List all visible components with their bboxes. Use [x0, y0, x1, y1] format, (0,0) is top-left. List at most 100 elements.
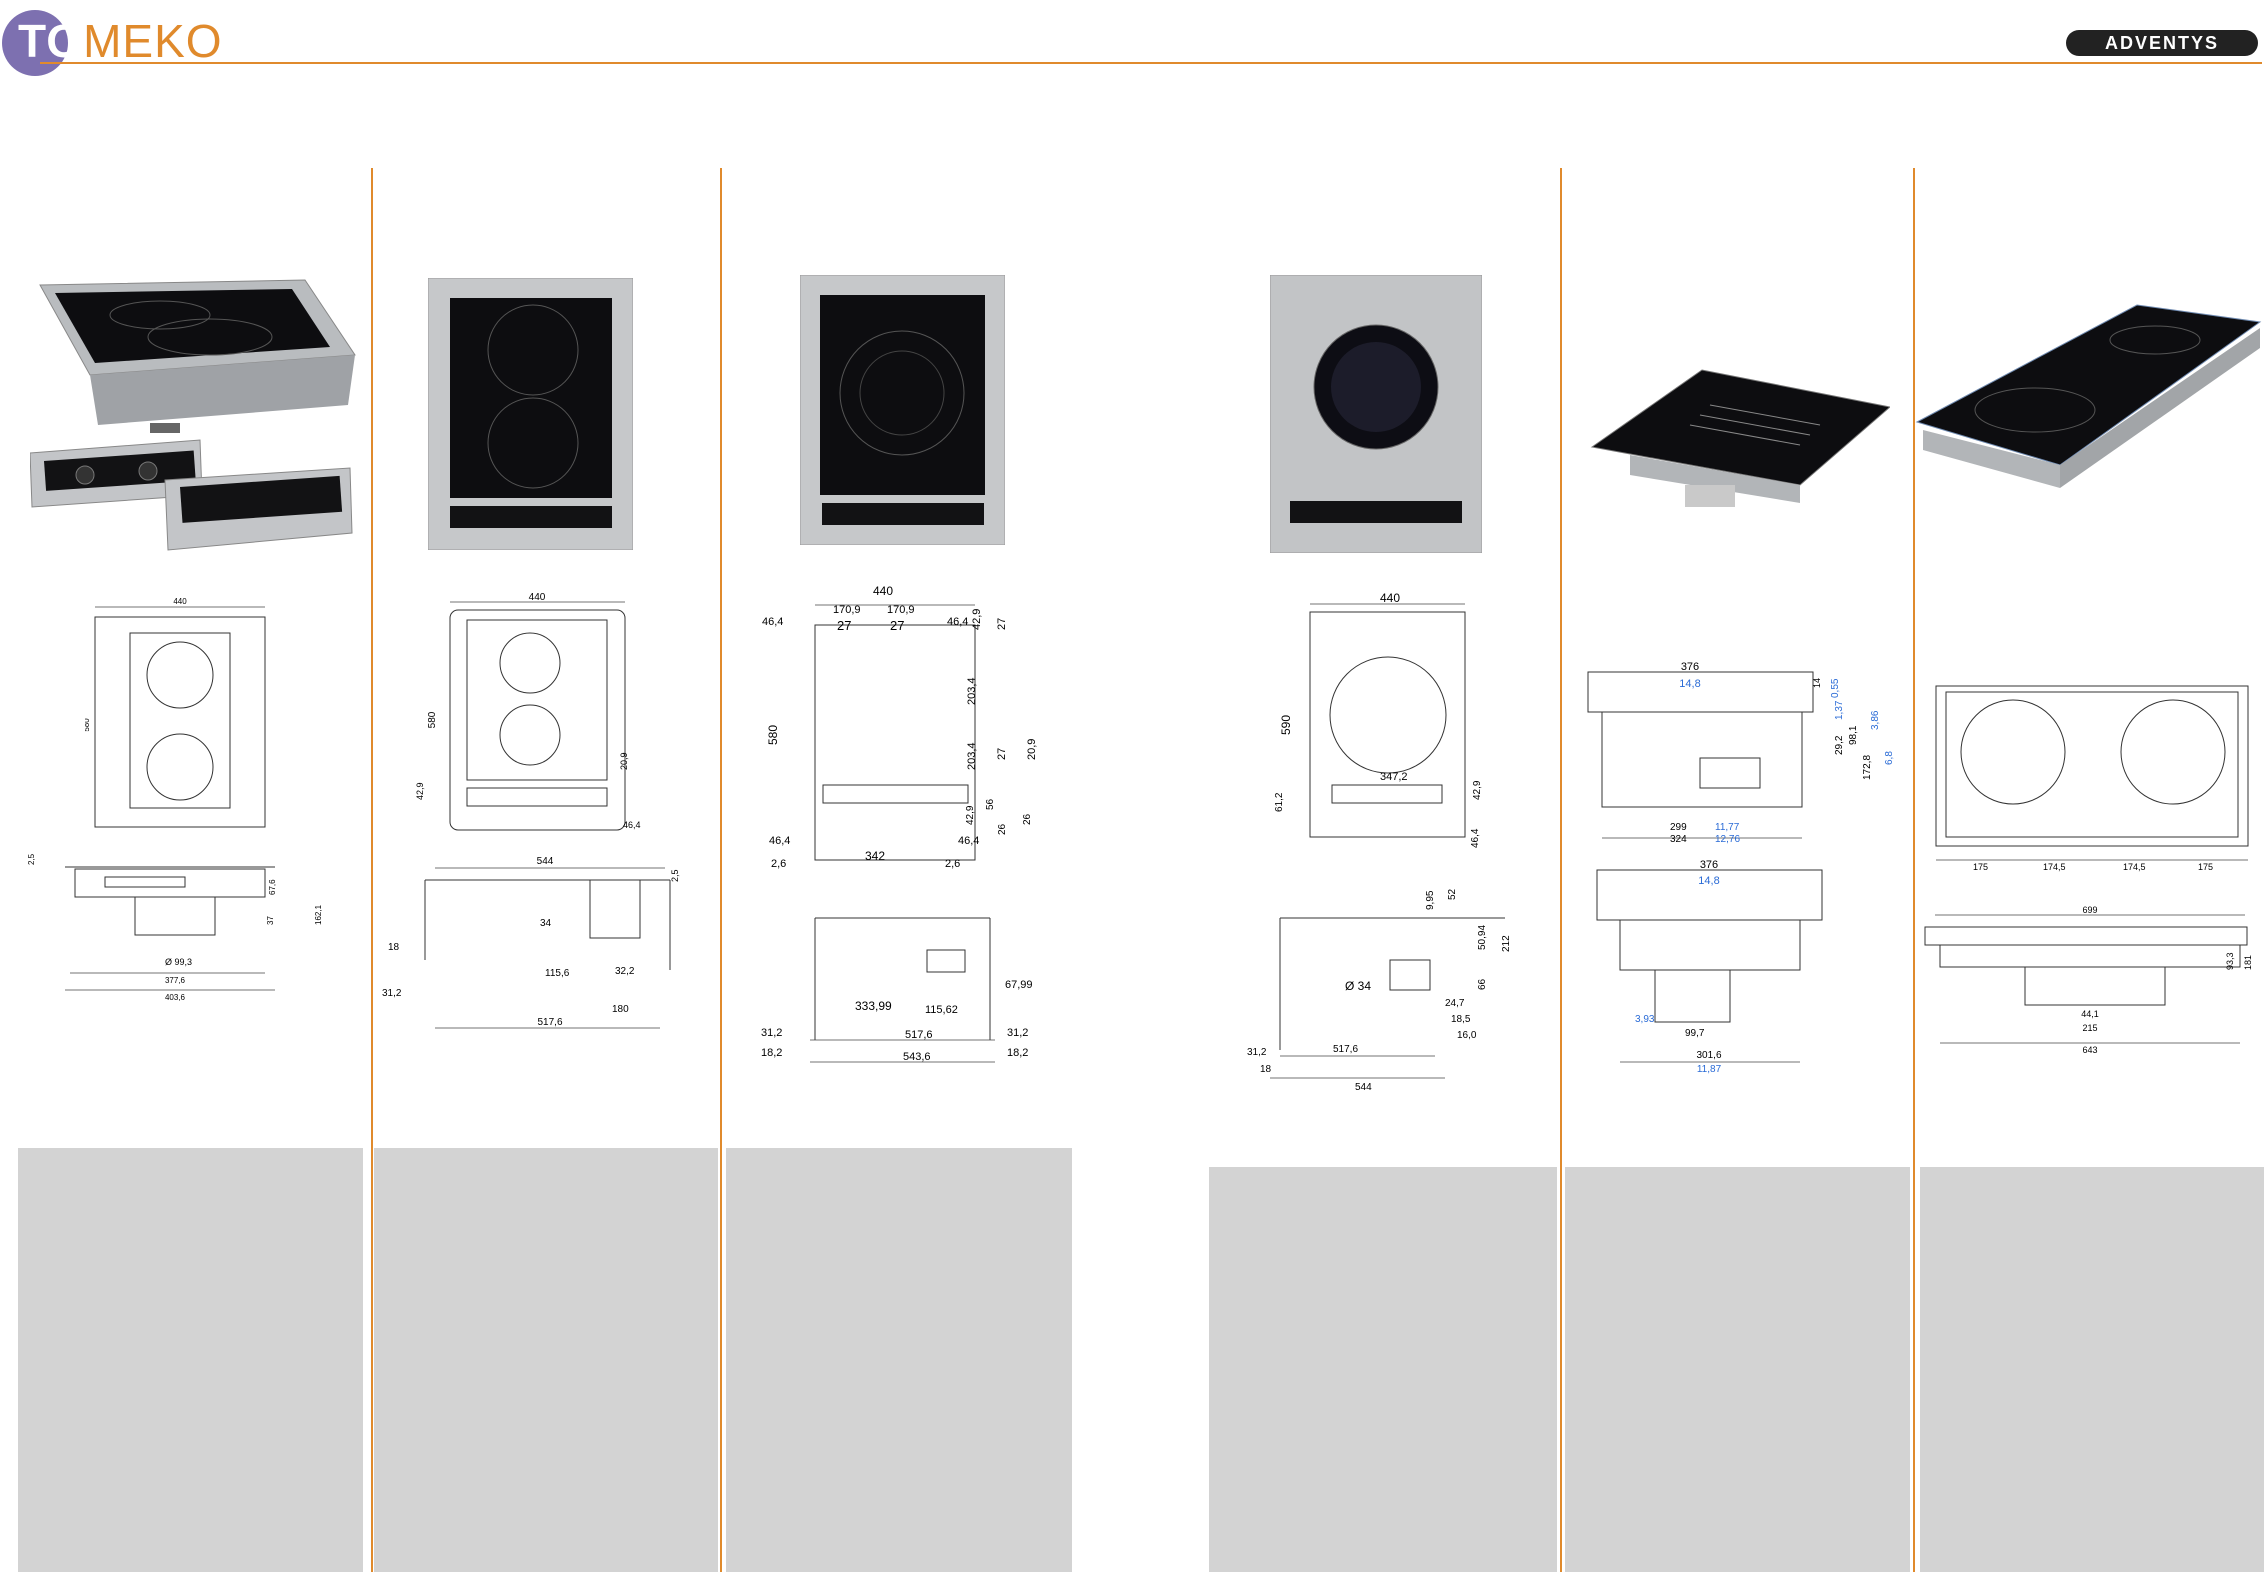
top-drawing-3: 440 170,9 170,9 46,4 27 27 46,4 42,9 27 …: [762, 585, 1038, 870]
dim-label: 2,6: [771, 858, 786, 870]
dim-label: 26: [1022, 813, 1033, 825]
dim-label: 46,4: [1470, 828, 1481, 848]
dim-label: 93,3: [2225, 952, 2235, 970]
dim-label: 52: [1447, 888, 1458, 900]
dim-label: 174,5: [2123, 862, 2146, 872]
dim-label: 172,8: [1862, 755, 1873, 780]
side-drawing-4: 9,95 52 50,94 212 Ø 34 66 24,7 18,5 16,0…: [1247, 888, 1512, 1090]
spec-panel-6: [1920, 1167, 2264, 1572]
dim-label: 20,9: [1026, 739, 1038, 760]
dim-label: 342: [865, 849, 885, 863]
dim-label: 544: [1355, 1082, 1372, 1090]
dim-label: 333,99: [855, 999, 892, 1013]
logo-text: TOMEKO: [18, 14, 223, 68]
dim-label: 170,9: [833, 604, 861, 616]
dim-label: 61,2: [1274, 792, 1285, 812]
dim-label: 42,9: [971, 609, 983, 630]
dim-label-blue: 14,8: [1679, 678, 1700, 690]
dim-label: 643: [2082, 1045, 2097, 1055]
dim-label: 26: [997, 823, 1008, 835]
dim-label: 50,94: [1477, 925, 1488, 950]
dim-label: 42,9: [965, 805, 976, 825]
dim-label: 31,2: [761, 1027, 782, 1039]
dim-label: 37: [266, 916, 275, 925]
dim-label: 376: [1700, 859, 1718, 871]
dim-label: 9,95: [1425, 890, 1436, 910]
top-drawing-6: 175 174,5 174,5 175: [1935, 685, 2249, 872]
dim-label-blue: 11,87: [1697, 1064, 1722, 1075]
dim-label-blue: 12,76: [1715, 834, 1740, 845]
dim-label: 699: [2082, 905, 2097, 915]
dim-label: 46,4: [623, 820, 641, 830]
dim-label: 299: [1670, 822, 1687, 833]
side-drawing-3: 333,99 115,62 67,99 31,2 517,6 31,2 18,2…: [761, 917, 1033, 1063]
dim-label: 162,1: [314, 904, 323, 925]
product-photo-6: [1915, 304, 2262, 488]
dim-label: 175: [1973, 862, 1988, 872]
side-drawing-2: 544 2,5 34 18 115,6 32,2 31,2 180 517,6: [382, 856, 680, 1029]
dim-label: Ø 34: [1345, 979, 1371, 993]
top-drawing-5: 376 14,8 14 0,55 1,37 3,86 29,2 98,1 172…: [1587, 661, 1895, 845]
dim-label: 347,2: [1380, 771, 1408, 783]
dim-label: 580: [85, 718, 91, 732]
dim-label: 174,5: [2043, 862, 2066, 872]
dim-label: Ø 99,3: [165, 957, 192, 967]
dim-label: 27: [996, 748, 1008, 760]
column-separator: [1913, 168, 1915, 1572]
dim-label: 18,2: [1007, 1047, 1028, 1059]
dim-label-blue: 6,8: [1884, 751, 1895, 765]
product-photo-3: [800, 275, 1005, 545]
dim-label: 27: [837, 618, 851, 633]
top-drawing-4: 440 590 347,2 42,9 61,2 46,4: [1274, 591, 1483, 848]
dim-label: 301,6: [1696, 1050, 1721, 1061]
dim-label: 203,4: [966, 742, 978, 770]
column-separator: [1560, 168, 1562, 1572]
spec-panel-5: [1565, 1167, 1910, 1572]
dim-label: 42,9: [415, 782, 425, 800]
dim-label: 44,1: [2081, 1009, 2099, 1019]
dim-label: 203,4: [966, 677, 978, 705]
product-photo-4: [1270, 275, 1482, 553]
dim-label-blue: 3,86: [1870, 710, 1881, 730]
dim-label: 46,4: [958, 835, 979, 847]
dim-label: 66: [1477, 978, 1488, 990]
dim-label: 544: [537, 856, 554, 867]
dim-label: 18: [388, 942, 400, 953]
dim-label: 517,6: [905, 1029, 933, 1041]
dim-label: 440: [1380, 591, 1400, 605]
top-drawing-1: 440 580: [85, 597, 266, 828]
dim-label: 440: [173, 597, 187, 606]
brand-logo: ADVENTYS: [2066, 30, 2258, 56]
column-separator: [371, 168, 373, 1572]
spec-panel-2: [374, 1148, 718, 1572]
dim-label-blue: 0,55: [1830, 678, 1841, 698]
dim-label: 2,6: [945, 858, 960, 870]
dim-label: 18,5: [1451, 1014, 1471, 1025]
dim-label: 34: [540, 918, 552, 929]
dim-label: 181: [2243, 955, 2253, 970]
dim-label: 115,6: [545, 968, 570, 979]
dim-label: 24,7: [1445, 998, 1465, 1009]
spec-panel-4: [1209, 1167, 1557, 1572]
top-drawing-2: 440 580 42,9 20,9 46,4: [415, 592, 641, 831]
header-rule: [40, 62, 2262, 64]
dim-label: 170,9: [887, 604, 915, 616]
product-photo-2: [428, 278, 633, 550]
dim-label: 31,2: [382, 988, 402, 999]
dim-label: 42,9: [1472, 780, 1483, 800]
dim-label: 18: [1260, 1064, 1272, 1075]
side-drawing-1: 2,5 Ø 99,3 377,6 403,6 67,6 37 162,1: [27, 853, 323, 1002]
column-separator: [720, 168, 722, 1572]
dim-label: 180: [612, 1004, 629, 1015]
product-photo-5: [1590, 369, 1890, 507]
dim-label: 46,4: [947, 616, 968, 628]
dim-label: 440: [873, 585, 893, 598]
dim-label: 98,1: [1848, 725, 1859, 745]
spec-panel-1: [18, 1148, 363, 1572]
logo-to: TO: [18, 15, 84, 67]
dim-label: 517,6: [1333, 1044, 1358, 1055]
dim-label: 46,4: [762, 616, 783, 628]
dim-label: 32,2: [615, 966, 635, 977]
dim-label: 580: [427, 711, 438, 728]
dim-label: 175: [2198, 862, 2213, 872]
